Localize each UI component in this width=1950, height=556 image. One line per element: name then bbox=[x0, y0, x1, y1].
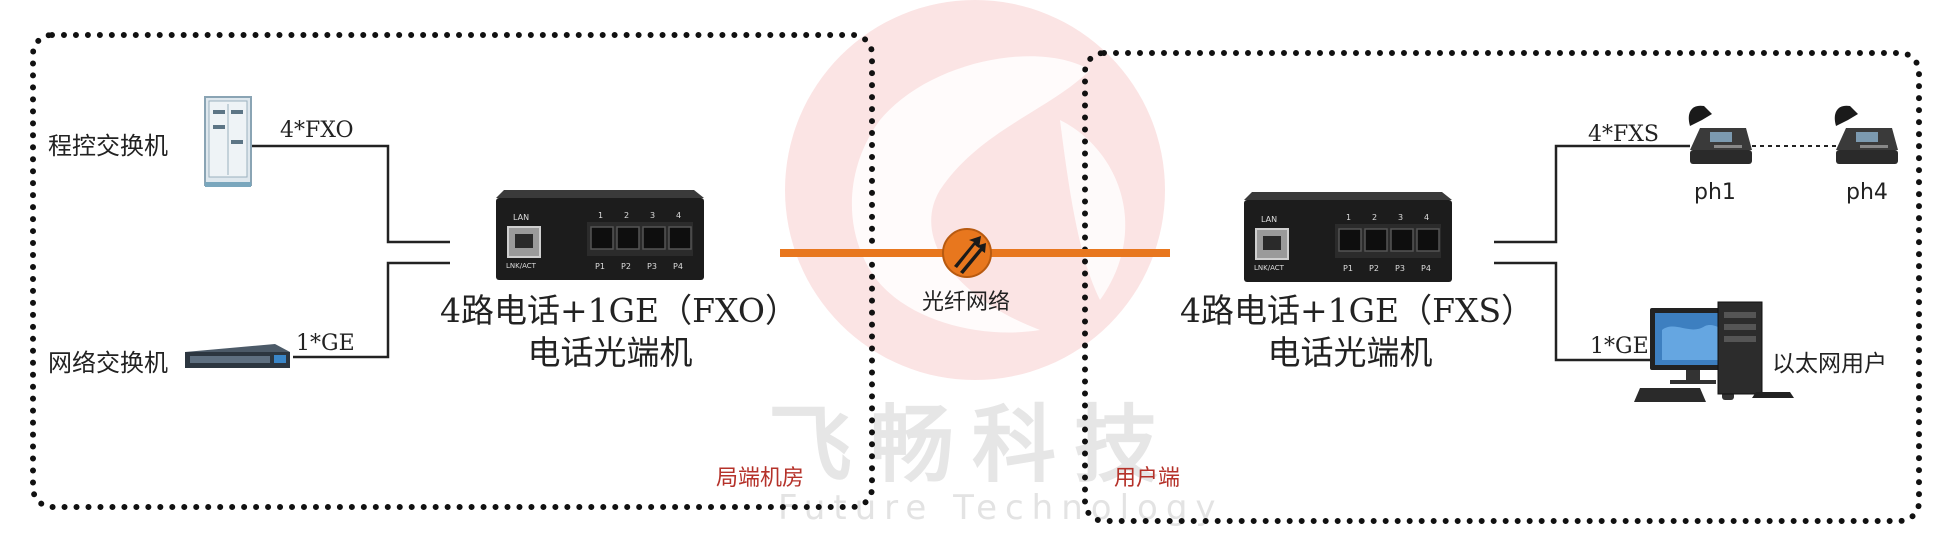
network-switch-icon bbox=[185, 344, 290, 368]
left-lnk-label: LNK/ACT bbox=[506, 262, 536, 270]
ge-wire-left bbox=[293, 261, 450, 359]
right-device-title-line1: 4路电话+1GE（FXS） bbox=[1180, 291, 1535, 330]
left-lan-label: LAN bbox=[513, 213, 530, 222]
right-port-label: P2 bbox=[1369, 264, 1379, 273]
phone-4-icon bbox=[1834, 105, 1898, 164]
right-port-num: 1 bbox=[1346, 213, 1352, 222]
central-office-zone bbox=[30, 32, 875, 510]
user-side-label: 用户端 bbox=[1114, 466, 1181, 491]
left-port-label: P4 bbox=[673, 262, 683, 271]
right-lan-label: LAN bbox=[1261, 215, 1278, 224]
phone-1-icon bbox=[1688, 105, 1752, 164]
ge-wire-right bbox=[1494, 261, 1650, 362]
fxs-wire bbox=[1494, 144, 1690, 244]
phone-4-label: ph4 bbox=[1846, 180, 1888, 205]
right-device-title: 4路电话+1GE（FXS） 电话光端机 bbox=[1180, 290, 1535, 374]
right-lnk-label: LNK/ACT bbox=[1254, 264, 1284, 272]
watermark-swoosh bbox=[851, 56, 1090, 333]
fxs-link-label: 4*FXS bbox=[1588, 122, 1659, 147]
left-port-label: P2 bbox=[621, 262, 631, 271]
left-port-num: 2 bbox=[624, 211, 630, 220]
left-port-label: P3 bbox=[647, 262, 657, 271]
left-optical-terminal-icon bbox=[496, 190, 704, 280]
computer-icon bbox=[1634, 301, 1794, 402]
ethernet-user-label: 以太网用户 bbox=[1772, 351, 1887, 377]
network-switch-label: 网络交换机 bbox=[48, 349, 168, 377]
fxo-wire bbox=[252, 144, 450, 244]
left-device-title-line2: 电话光端机 bbox=[527, 333, 693, 372]
ge-link-label-right: 1*GE bbox=[1590, 334, 1649, 359]
left-port-num: 3 bbox=[650, 211, 656, 220]
right-port-label: P4 bbox=[1421, 264, 1431, 273]
left-port-label: P1 bbox=[595, 262, 605, 271]
ge-link-label-left: 1*GE bbox=[296, 331, 355, 356]
pbx-cabinet-icon bbox=[204, 96, 252, 187]
left-device-title: 4路电话+1GE（FXO） 电话光端机 bbox=[440, 290, 798, 374]
left-port-num: 4 bbox=[676, 211, 682, 220]
user-side-zone bbox=[1082, 50, 1922, 524]
watermark-circle bbox=[785, 0, 1165, 380]
left-port-num: 1 bbox=[598, 211, 604, 220]
right-port-label: P1 bbox=[1343, 264, 1353, 273]
right-device-title-line2: 电话光端机 bbox=[1267, 333, 1433, 372]
right-port-num: 2 bbox=[1372, 213, 1378, 222]
watermark-cn: 飞畅科技 bbox=[768, 396, 1177, 494]
left-device-title-line1: 4路电话+1GE（FXO） bbox=[440, 291, 798, 330]
phone-1-label: ph1 bbox=[1694, 180, 1736, 205]
right-port-label: P3 bbox=[1395, 264, 1405, 273]
right-port-num: 3 bbox=[1398, 213, 1404, 222]
central-office-label: 局端机房 bbox=[716, 466, 805, 491]
arrows-exchange-icon bbox=[942, 228, 992, 278]
pbx-label: 程控交换机 bbox=[48, 132, 168, 160]
right-optical-terminal-icon bbox=[1244, 192, 1452, 282]
right-port-num: 4 bbox=[1424, 213, 1430, 222]
fxo-link-label: 4*FXO bbox=[280, 118, 354, 143]
fiber-network-label: 光纤网络 bbox=[922, 290, 1011, 315]
